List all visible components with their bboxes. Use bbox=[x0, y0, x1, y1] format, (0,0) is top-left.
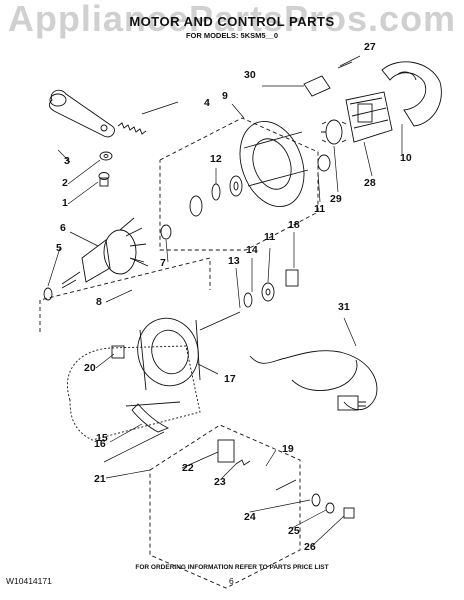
callout-10: 10 bbox=[400, 152, 412, 164]
callout-29: 29 bbox=[330, 193, 342, 205]
speed-control-part-28 bbox=[345, 91, 393, 143]
housing-flange-part-9 bbox=[239, 120, 309, 208]
spring-part-4 bbox=[117, 122, 147, 135]
callout-27: 27 bbox=[364, 41, 376, 53]
leader-lines bbox=[47, 55, 403, 547]
callout-19: 19 bbox=[282, 443, 294, 455]
stator-part-17 bbox=[137, 317, 201, 391]
callout-18: 18 bbox=[288, 219, 300, 231]
document-number: W10414171 bbox=[6, 576, 52, 586]
callout-1: 1 bbox=[62, 197, 68, 209]
lever-part-3 bbox=[48, 89, 115, 138]
callout-numbers: 1234567891011111213141516171819202122232… bbox=[56, 41, 412, 553]
page-number: 6 bbox=[229, 576, 234, 586]
control-dashed-outline bbox=[149, 424, 301, 589]
callout-13: 13 bbox=[228, 255, 240, 267]
diagram-title: MOTOR AND CONTROL PARTS bbox=[129, 14, 335, 29]
models-subtitle: FOR MODELS: 5KSM5__0 bbox=[185, 31, 279, 40]
washer-part-5 bbox=[43, 287, 53, 301]
pin-part-19 bbox=[275, 479, 297, 491]
callout-7: 7 bbox=[160, 257, 166, 269]
callout-20: 20 bbox=[84, 362, 96, 374]
screw-part-1 bbox=[98, 172, 110, 187]
callout-16: 16 bbox=[94, 438, 106, 450]
plug-part-20 bbox=[111, 345, 125, 359]
callout-24: 24 bbox=[244, 511, 256, 523]
callout-11: 11 bbox=[264, 231, 275, 243]
ordering-note: FOR ORDERING INFORMATION REFER TO PARTS … bbox=[135, 564, 329, 571]
callout-25: 25 bbox=[288, 525, 300, 537]
washer-part-2 bbox=[99, 151, 113, 161]
callout-28: 28 bbox=[364, 177, 376, 189]
cap-part-26 bbox=[343, 507, 355, 519]
bracket-part-30 bbox=[303, 75, 331, 97]
callout-3: 3 bbox=[64, 155, 70, 167]
callout-30: 30 bbox=[244, 69, 256, 81]
connector-part-22 bbox=[217, 439, 235, 463]
washer-part-7 bbox=[160, 224, 172, 240]
upper-housing-dashed-outline bbox=[159, 117, 319, 251]
callout-31: 31 bbox=[338, 301, 350, 313]
callout-17: 17 bbox=[224, 373, 236, 385]
watermark: AppliancePartsPros.com bbox=[7, 0, 457, 39]
lever-part-16-15 bbox=[125, 401, 181, 433]
spring-part-23 bbox=[235, 459, 251, 466]
gear-part-29 bbox=[321, 119, 347, 145]
gearcase-housing bbox=[66, 345, 201, 441]
callout-23: 23 bbox=[214, 476, 226, 488]
lower-housing-dashed-outline bbox=[39, 257, 211, 332]
screw-part-27 bbox=[337, 61, 353, 69]
callout-4: 4 bbox=[204, 97, 210, 109]
callout-22: 22 bbox=[182, 462, 194, 474]
armature-part-6 bbox=[61, 217, 149, 285]
nut-part-25 bbox=[325, 502, 335, 514]
callout-12: 12 bbox=[210, 153, 222, 165]
callout-15: 15 bbox=[96, 432, 108, 444]
callout-21: 21 bbox=[94, 473, 106, 485]
gasket-part-10 bbox=[381, 61, 442, 127]
bearing-part-8 bbox=[61, 279, 77, 289]
leader-4 bbox=[141, 101, 179, 115]
bearing-stack-part-12 bbox=[189, 175, 243, 217]
callout-11: 11 bbox=[314, 203, 325, 215]
shaft-stack-parts-13-14-11-18 bbox=[199, 269, 299, 331]
washer-part-11-upper bbox=[317, 154, 331, 172]
callout-6: 6 bbox=[60, 222, 66, 234]
callout-14: 14 bbox=[246, 244, 258, 256]
callout-8: 8 bbox=[96, 296, 102, 308]
callout-2: 2 bbox=[62, 177, 68, 189]
callout-26: 26 bbox=[304, 541, 316, 553]
callout-9: 9 bbox=[222, 90, 228, 102]
power-cord-part-31 bbox=[249, 350, 378, 411]
washer-part-24 bbox=[311, 493, 321, 507]
callout-5: 5 bbox=[56, 242, 62, 254]
